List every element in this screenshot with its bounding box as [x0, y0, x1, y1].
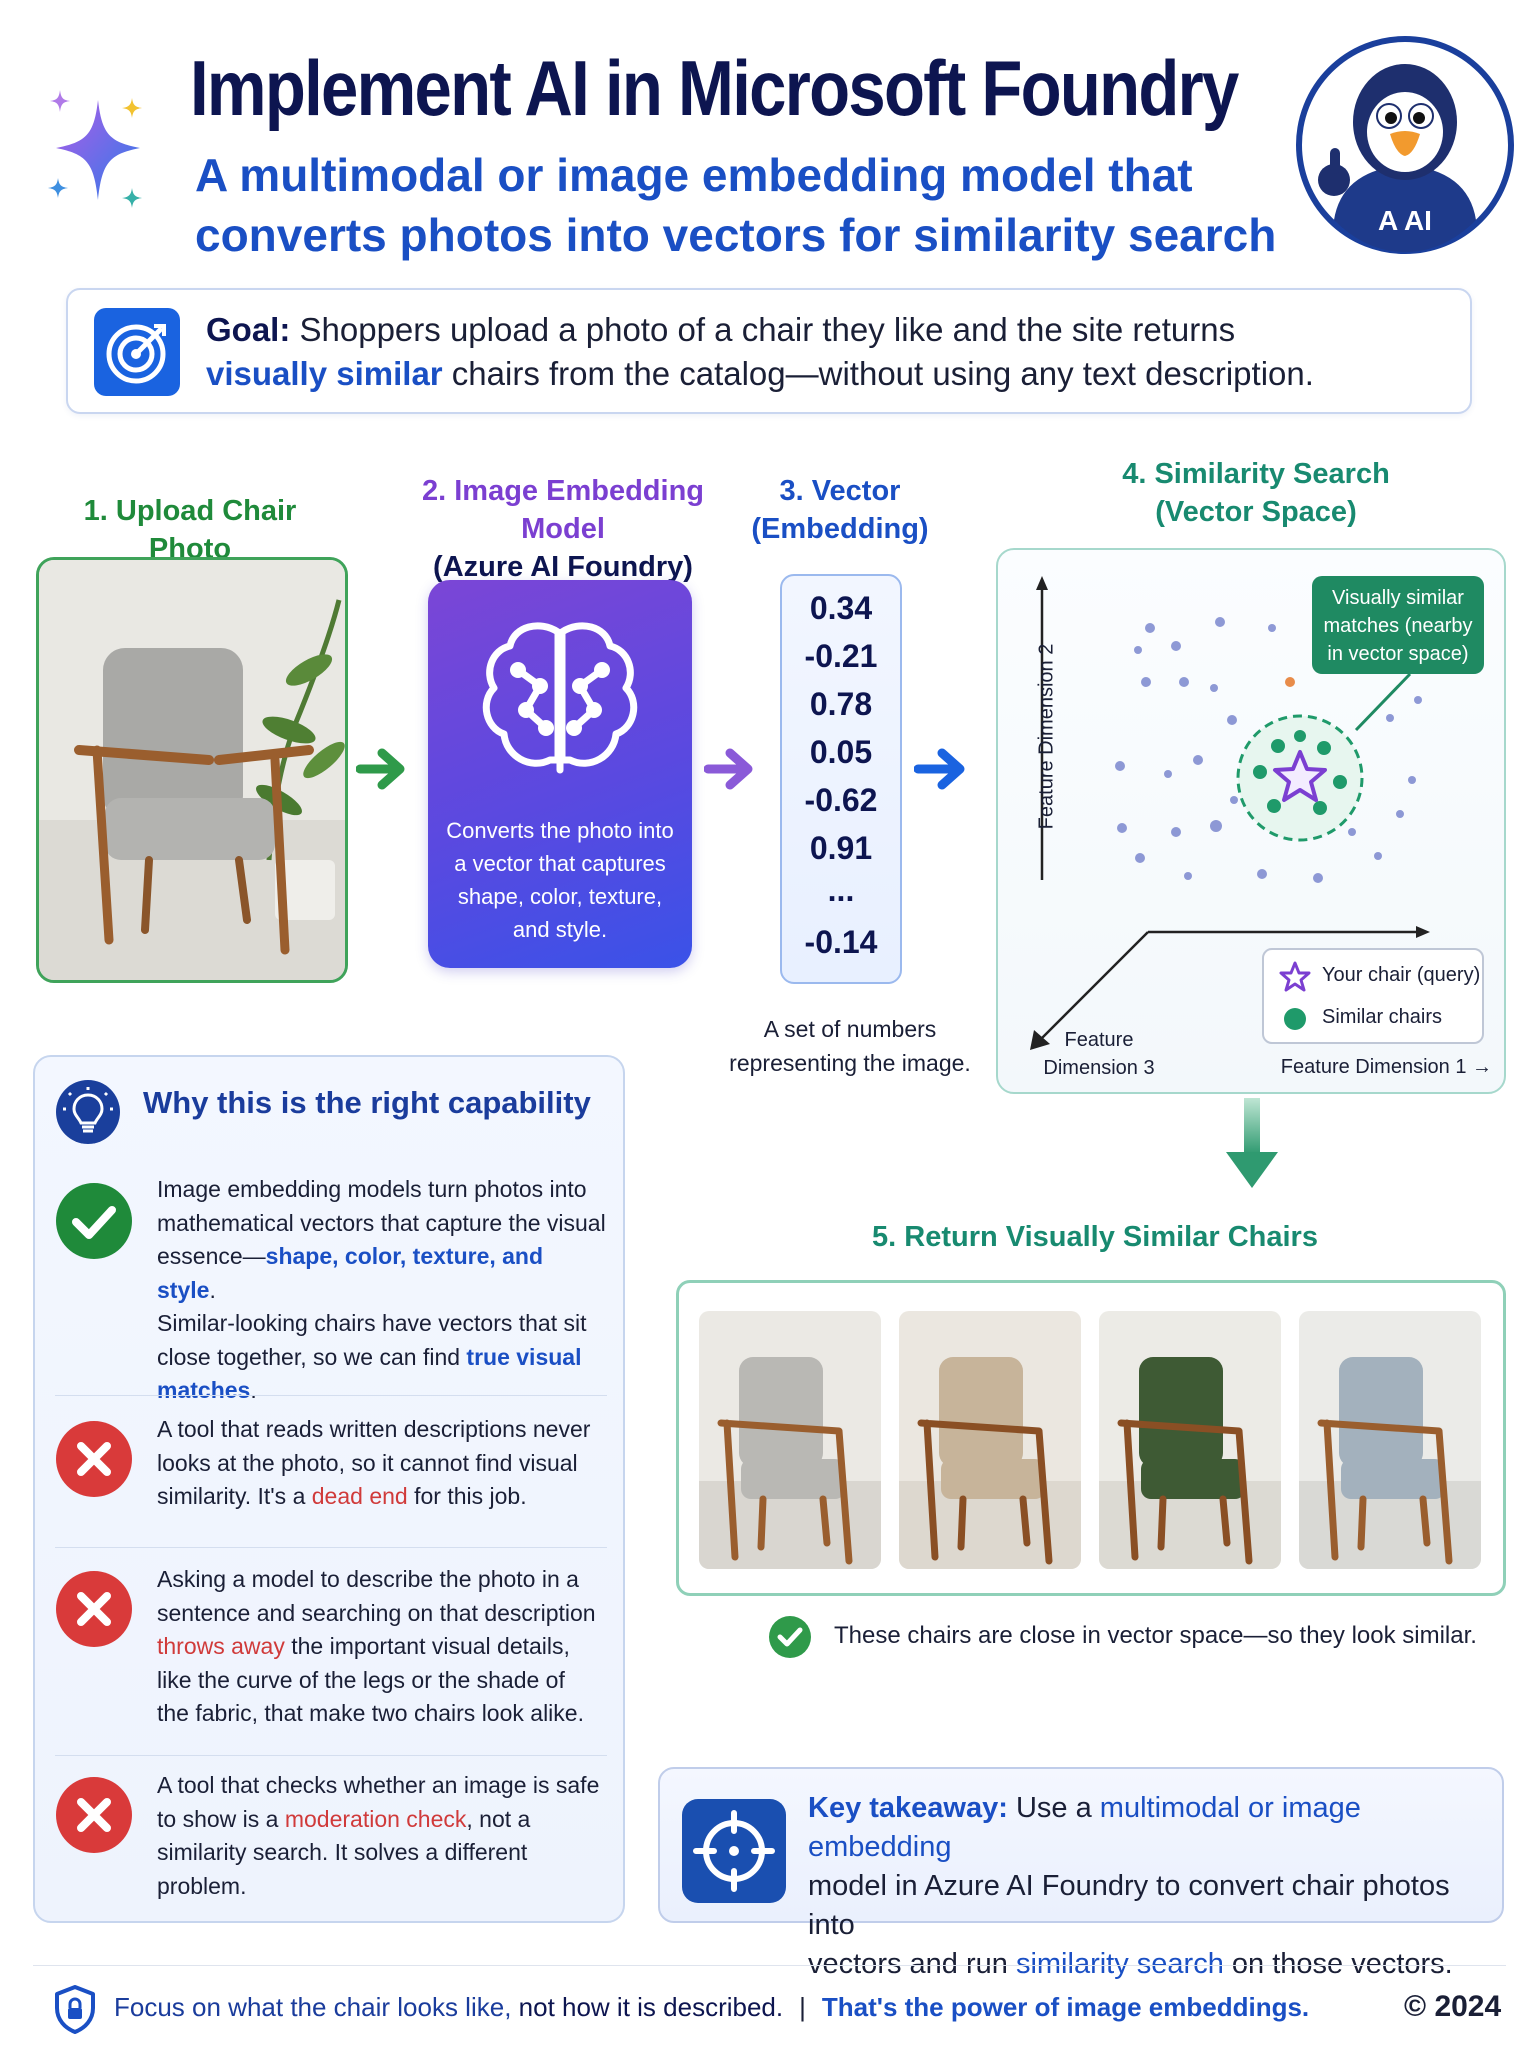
legend-similar-label: Similar chairs	[1322, 1006, 1443, 1028]
step2-heading: 2. Image Embedding Model (Azure AI Found…	[422, 475, 704, 583]
similar-chairs-results	[676, 1280, 1506, 1596]
vector-value: 0.78	[809, 686, 873, 722]
shield-icon	[55, 1985, 95, 2034]
sparkle-icon	[48, 90, 142, 208]
key-takeaway: Key takeaway: Use a multimodal or image …	[658, 1767, 1504, 1980]
vector-value: -0.21	[804, 638, 878, 674]
vector-value: 0.34	[809, 590, 873, 626]
why-item-wrong-describe: Asking a model to describe the photo in …	[157, 1566, 596, 1726]
arrow-down-icon	[1226, 1098, 1278, 1188]
similar-matches-callout: Visually similar matches (nearby in vect…	[1312, 576, 1484, 674]
arrow-right-icon	[356, 748, 405, 790]
similarity-confirmation: These chairs are close in vector space—s…	[834, 1622, 1477, 1649]
arrow-right-icon	[704, 748, 753, 790]
goal-box: Goal: Shoppers upload a photo of a chair…	[66, 288, 1472, 414]
green-dot-icon	[1284, 1008, 1306, 1030]
star-icon	[1279, 961, 1311, 992]
x-circle-icon	[56, 1421, 132, 1497]
why-panel: Why this is the right capability Image e…	[33, 1055, 625, 1923]
z-axis-label: Feature Dimension 3	[1043, 1029, 1155, 1079]
crosshair-icon	[682, 1799, 786, 1903]
embedding-vector: 0.34 -0.21 0.78 0.05 -0.62 0.91 ... -0.1…	[780, 574, 902, 984]
brain-icon	[482, 622, 638, 774]
why-item-correct: Image embedding models turn photos into …	[157, 1176, 606, 1403]
vector-value: -0.62	[804, 782, 878, 818]
x-axis-label: Feature Dimension 1 →	[1280, 1056, 1492, 1078]
arrow-right-icon	[914, 748, 965, 790]
takeaway-text: Key takeaway: Use a multimodal or image …	[808, 1792, 1453, 1980]
check-circle-icon	[769, 1616, 811, 1658]
vector-value: 0.05	[809, 734, 873, 770]
step5-heading: 5. Return Visually Similar Chairs	[872, 1221, 1318, 1253]
step4-heading: 4. Similarity Search (Vector Space)	[1122, 458, 1390, 528]
uploaded-chair-photo	[36, 557, 348, 983]
footer-message: Focus on what the chair looks like, not …	[114, 1992, 1310, 2022]
svg-text:A AI: A AI	[1378, 205, 1432, 236]
why-item-wrong-text-search: A tool that reads written descriptions n…	[157, 1416, 591, 1509]
chart-legend: Your chair (query) Similar chairs	[1262, 948, 1484, 1044]
legend-query-label: Your chair (query)	[1322, 964, 1481, 986]
penguin-mascot-logo: A AI	[1296, 36, 1514, 254]
x-circle-icon	[56, 1777, 132, 1853]
lightbulb-icon	[56, 1080, 120, 1144]
target-icon	[94, 308, 180, 396]
result-chair-3	[1099, 1311, 1281, 1569]
page-title: Implement AI in Microsoft Foundry	[190, 44, 1239, 132]
vector-value: 0.91	[809, 830, 873, 866]
why-item-wrong-moderation: A tool that checks whether an image is s…	[157, 1772, 600, 1899]
embedding-model-card: Converts the photo into a vector that ca…	[428, 580, 692, 968]
vector-caption: A set of numbers representing the image.	[729, 1016, 971, 1076]
step3-heading: 3. Vector (Embedding)	[751, 475, 929, 545]
copyright: © 2024	[1404, 1990, 1502, 2023]
why-title: Why this is the right capability	[143, 1085, 591, 1120]
vector-value: -0.14	[804, 924, 878, 960]
vector-space-panel: Visually similar matches (nearby in vect…	[996, 548, 1506, 1094]
x-circle-icon	[56, 1571, 132, 1647]
goal-text: Goal: Shoppers upload a photo of a chair…	[206, 311, 1314, 392]
result-chair-4	[1299, 1311, 1481, 1569]
result-chair-1	[699, 1311, 881, 1569]
page-subtitle: A multimodal or image embedding model th…	[195, 149, 1277, 261]
model-description: Converts the photo into a vector that ca…	[446, 818, 674, 942]
check-circle-icon	[56, 1183, 132, 1259]
result-chair-2	[899, 1311, 1081, 1569]
y-axis-label: Feature Dimension 2	[1035, 643, 1058, 830]
vector-value: ...	[827, 872, 855, 908]
